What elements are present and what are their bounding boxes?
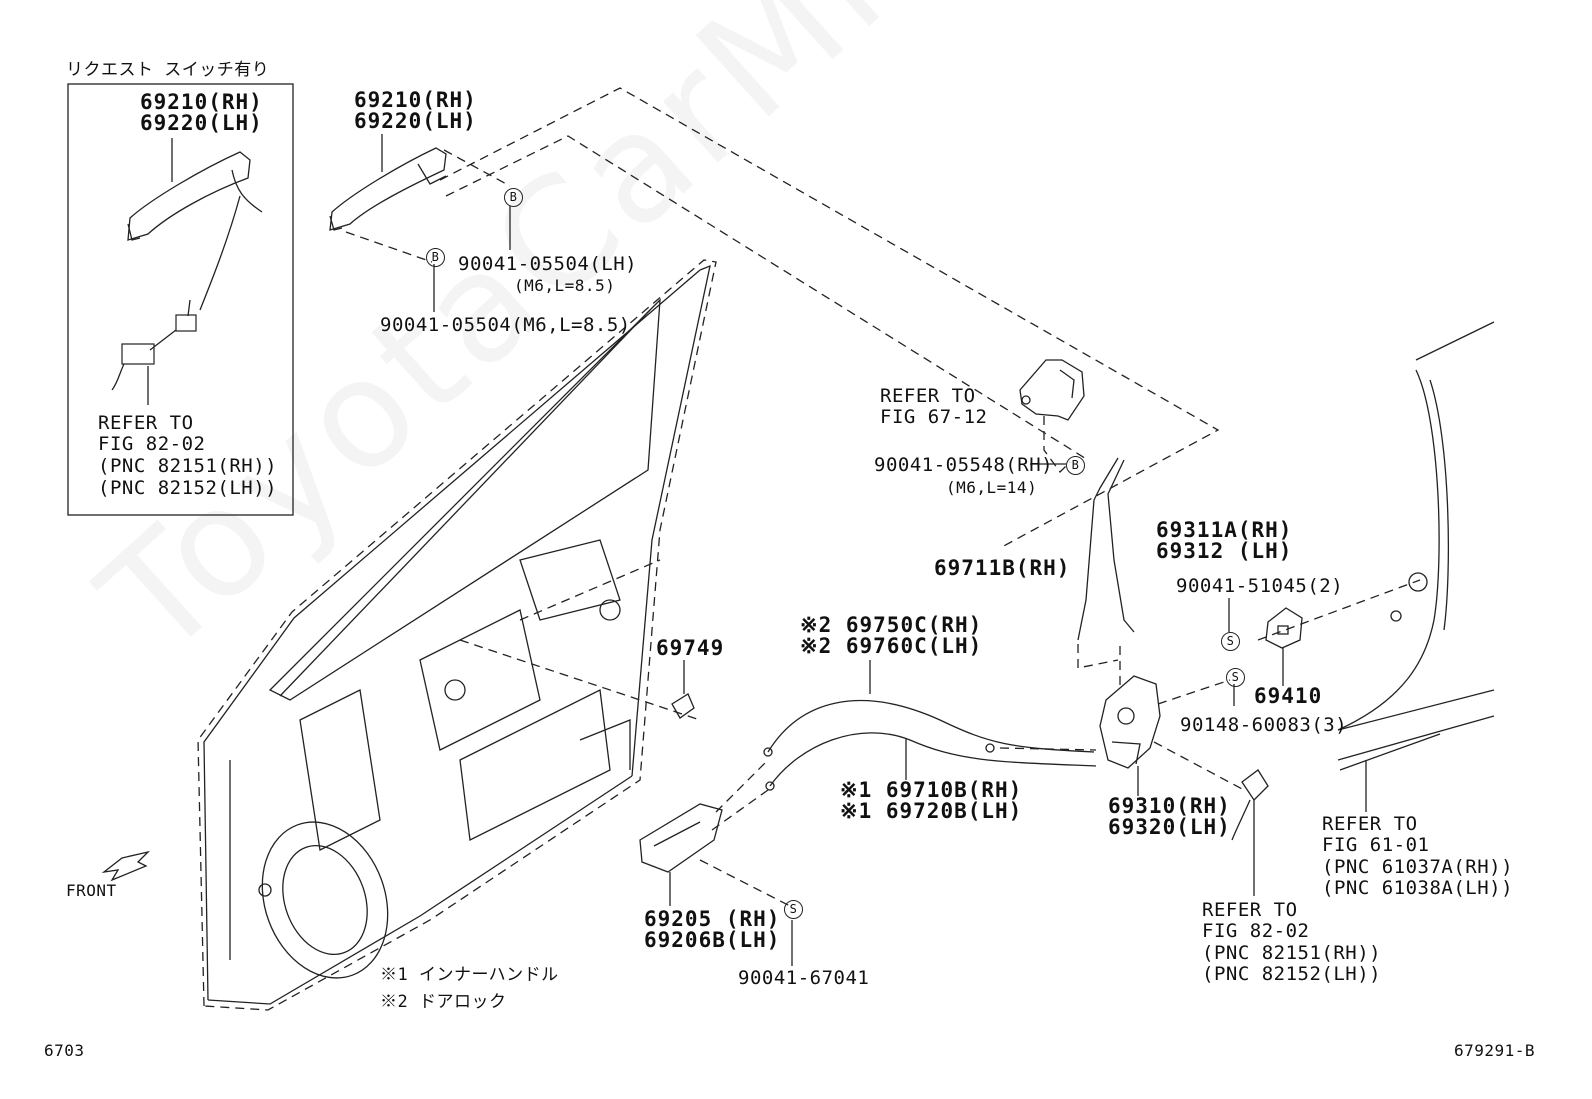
lock-lh: 69320(LH) [1108,815,1231,839]
marker-s-3: S [784,900,803,919]
rod-a-lh: 69312 (LH) [1156,539,1293,563]
inside-handle-drawing [639,803,723,873]
guide-line [443,149,511,187]
fig-code: 679291-B [1454,1041,1536,1060]
rod-69711b [1077,457,1119,641]
marker-b-1: B [504,188,523,207]
bolt-pn: 90041-05504(M6,L=8.5) [380,314,631,336]
refer-61-line-4: (PNC 61038A(LH)) [1322,877,1514,899]
marker-b-2: B [426,248,445,267]
cable-lock-rh: ※2 69750C(RH) [800,613,983,637]
front-label: FRONT [66,881,117,900]
box-refer-line-3: (PNC 82151(RH)) [98,455,278,477]
bolt-rh-spec: (M6,L=14) [946,478,1038,497]
box-refer-line-1: REFER TO [98,412,194,434]
marker-b-3: B [1066,456,1085,475]
screw-2-pn: 90041-51045(2) [1176,575,1344,597]
box-handle-rh: 69210(RH) [140,90,263,114]
box-handle-lh: 69220(LH) [140,111,263,135]
cable-lock-lh: ※2 69760C(LH) [800,634,983,658]
refer-82-line-4: (PNC 82152(LH)) [1202,963,1382,985]
cable-69710b [769,732,1097,787]
handle-lh: 69220(LH) [354,109,477,133]
inside-handle-lh: 69206B(LH) [644,928,781,952]
door-hinge-bracket-drawing [1019,359,1085,421]
handle-rh: 69210(RH) [354,88,477,112]
page-code: 6703 [44,1041,85,1060]
rod-b: 69711B(RH) [934,556,1071,580]
screw-3-pn: 90148-60083(3) [1180,714,1348,736]
body-pillar-drawing [1337,321,1495,771]
refer-61-line-1: REFER TO [1322,813,1418,835]
cable-69750c [767,700,1095,753]
door-lock-drawing [1099,675,1161,769]
guide-line [345,231,433,263]
note-2: ※2 ドアロック [380,992,507,1012]
striker-drawing [1265,607,1303,649]
refer-67-line-2: FIG 67-12 [880,406,988,428]
cable-inner-lh: ※1 69720B(LH) [840,799,1023,823]
screw-s-pn: 90041-67041 [738,967,870,989]
cable-inner-rh: ※1 69710B(RH) [840,778,1023,802]
outside-handle-drawing [329,147,447,231]
front-arrow-icon [101,850,151,882]
marker-s-1: S [1221,632,1240,651]
bolt-lh-spec: (M6,L=8.5) [514,276,616,295]
door-panel-drawing [197,259,717,1011]
marker-s-2: S [1226,668,1245,687]
connector-drawing [1231,769,1269,841]
refer-61-line-2: FIG 61-01 [1322,834,1430,856]
clip-pn: 69749 [656,636,725,660]
inside-handle-rh: 69205 (RH) [644,907,781,931]
request-switch-box [67,83,294,516]
refer-61-line-3: (PNC 61037A(RH)) [1322,856,1514,878]
striker-pn: 69410 [1254,684,1323,708]
lock-rh: 69310(RH) [1108,794,1231,818]
refer-82-line-2: FIG 82-02 [1202,920,1310,942]
refer-67-line-1: REFER TO [880,385,976,407]
refer-82-line-3: (PNC 82151(RH)) [1202,942,1382,964]
box-refer-line-2: FIG 82-02 [98,433,206,455]
bolt-rh-pn: 90041-05548(RH) [874,454,1054,476]
box-outside-handle-drawing [111,151,263,391]
request-switch-caption: リクエスト スイッチ有り [66,60,270,80]
bolt-lh-pn: 90041-05504(LH) [458,253,638,275]
note-1: ※1 インナーハンドル [380,965,559,985]
refer-82-line-1: REFER TO [1202,899,1298,921]
rod-a-rh: 69311A(RH) [1156,518,1293,542]
box-refer-line-4: (PNC 82152(LH)) [98,477,278,499]
clip-drawing [671,693,695,719]
